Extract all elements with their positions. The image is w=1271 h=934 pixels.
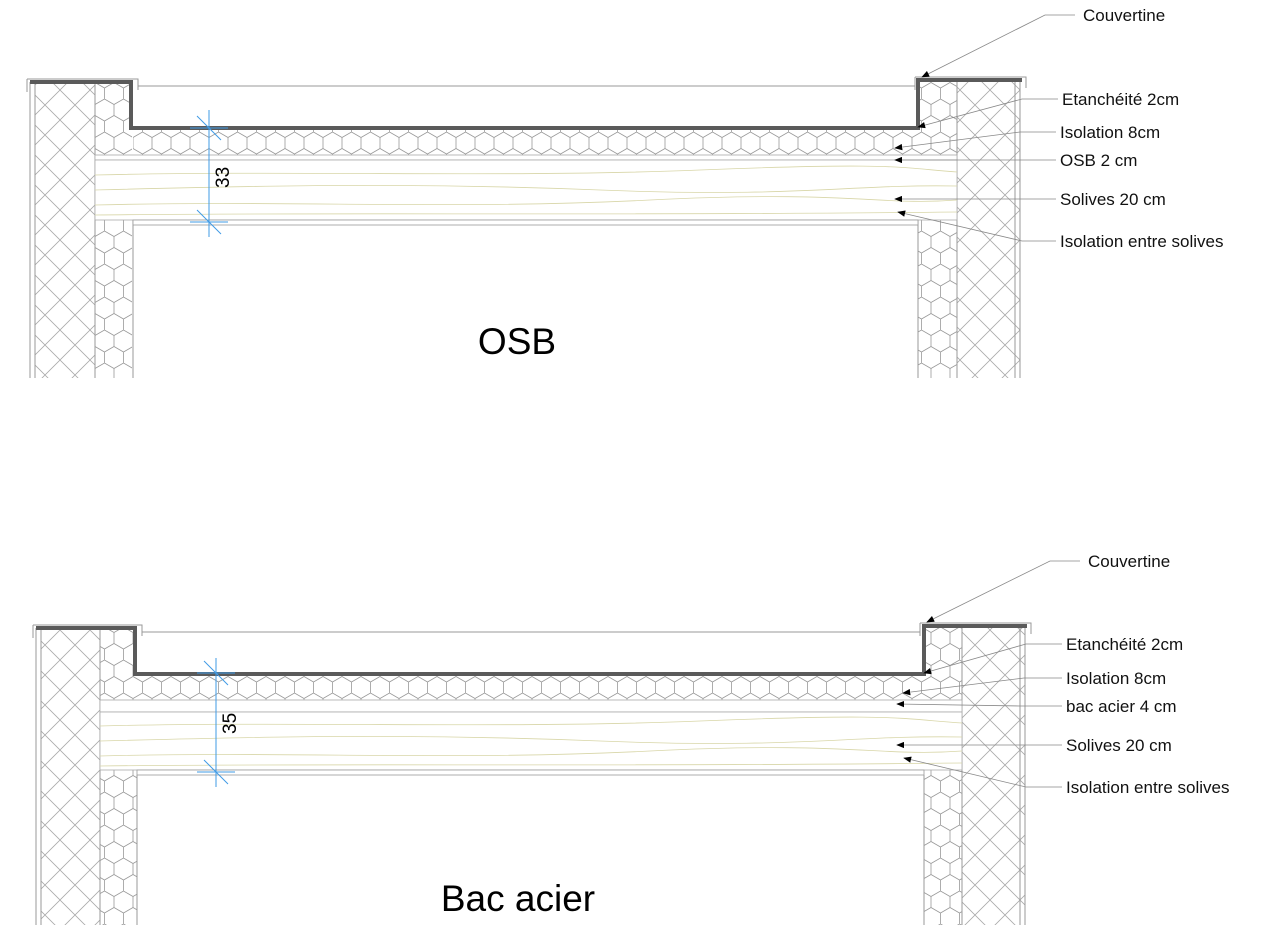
label-isolation: Isolation 8cm xyxy=(1060,123,1160,142)
label-etancheite: Etanchéité 2cm xyxy=(1066,635,1183,654)
right-wall xyxy=(923,626,1026,925)
label-isolation-solives: Isolation entre solives xyxy=(1066,778,1229,797)
dimension-35: 35 xyxy=(197,658,241,787)
ceiling xyxy=(136,769,925,776)
label-osb: OSB 2 cm xyxy=(1060,151,1137,170)
section-title: Bac acier xyxy=(441,878,595,919)
ceiling xyxy=(132,219,919,226)
roof-insulation xyxy=(133,130,918,155)
left-wall xyxy=(29,82,134,378)
right-wall xyxy=(917,80,1021,378)
dimension-value: 33 xyxy=(213,167,234,188)
steel-deck xyxy=(99,699,963,713)
joists xyxy=(99,711,963,771)
section-bac-acier: 35 Couvertine Etanchéité 2cm Isolation 8… xyxy=(32,552,1229,925)
label-isolation-solives: Isolation entre solives xyxy=(1060,232,1223,251)
leaders xyxy=(894,14,1075,242)
label-isolation: Isolation 8cm xyxy=(1066,669,1166,688)
wall-insulation xyxy=(918,80,957,378)
wall-insulation xyxy=(100,628,137,925)
label-etancheite: Etanchéité 2cm xyxy=(1062,90,1179,109)
label-couvertine: Couvertine xyxy=(1083,6,1165,25)
wall-masonry xyxy=(41,628,100,925)
label-bac-acier: bac acier 4 cm xyxy=(1066,697,1177,716)
coping xyxy=(32,622,1032,638)
leaders xyxy=(896,560,1080,788)
dimension-33: 33 xyxy=(190,110,234,237)
wall-insulation xyxy=(95,82,132,378)
wall-masonry xyxy=(35,82,95,378)
joists xyxy=(94,159,958,221)
label-solives: Solives 20 cm xyxy=(1060,190,1166,209)
waterproofing-membrane xyxy=(30,78,1022,130)
section-osb: 33 Couvertine Etanchéité 2cm Isolation 8… xyxy=(26,6,1223,378)
waterproofing-membrane xyxy=(36,624,1027,676)
wall-insulation xyxy=(924,626,962,925)
dimension-value: 35 xyxy=(220,713,241,734)
roof-insulation xyxy=(137,675,924,700)
section-title: OSB xyxy=(478,321,556,362)
coping xyxy=(26,76,1027,92)
osb-board xyxy=(94,154,958,161)
wall-masonry xyxy=(962,626,1025,925)
left-wall xyxy=(35,628,138,925)
wall-masonry xyxy=(957,80,1020,378)
label-couvertine: Couvertine xyxy=(1088,552,1170,571)
label-solives: Solives 20 cm xyxy=(1066,736,1172,755)
